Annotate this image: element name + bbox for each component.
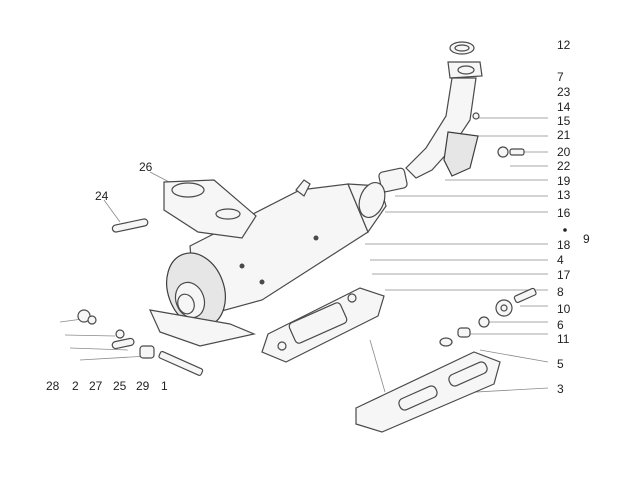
- callout-10: 10: [557, 302, 571, 316]
- callout-23: 23: [557, 85, 571, 99]
- callout-11: 11: [557, 332, 570, 346]
- callout-8: 8: [557, 285, 564, 299]
- callout-9: 9: [583, 232, 590, 246]
- fasteners-left: [77, 218, 204, 376]
- mounting-bracket: [163, 179, 257, 239]
- callout-4: 4: [557, 253, 564, 267]
- callout-18: 18: [557, 238, 571, 252]
- callout-27: 27: [89, 379, 103, 393]
- fasteners-right: [439, 287, 537, 347]
- callout-12: 12: [557, 38, 571, 52]
- callout-3: 3: [557, 382, 564, 396]
- callout-14: 14: [557, 100, 571, 114]
- callout-1: 1: [161, 379, 168, 393]
- callout-26: 26: [139, 160, 153, 174]
- fasteners-upper: [472, 112, 525, 158]
- heat-shield-lower: [148, 309, 256, 347]
- callout-2: 2: [72, 379, 79, 393]
- callout-25: 25: [113, 379, 127, 393]
- callout-numbers: 12 7 23 14 15 21 20 22 19 13 16 9 18 4 1…: [46, 38, 590, 396]
- callout-21: 21: [557, 128, 571, 142]
- exhaust-pipe: [378, 41, 483, 193]
- callout-16: 16: [557, 206, 571, 220]
- callout-9-dot: [563, 228, 567, 232]
- callout-24: 24: [95, 189, 109, 203]
- callout-29: 29: [136, 379, 150, 393]
- callout-6: 6: [557, 318, 564, 332]
- callout-17: 17: [557, 268, 571, 282]
- callout-5: 5: [557, 357, 564, 371]
- callout-13: 13: [557, 188, 571, 202]
- callout-22: 22: [557, 159, 571, 173]
- callout-15: 15: [557, 114, 571, 128]
- silencer: [166, 179, 387, 328]
- guard-plate: [355, 351, 501, 433]
- callout-7: 7: [557, 70, 564, 84]
- callout-28: 28: [46, 379, 60, 393]
- callout-19: 19: [557, 174, 571, 188]
- side-plate: [261, 287, 385, 363]
- callout-20: 20: [557, 145, 571, 159]
